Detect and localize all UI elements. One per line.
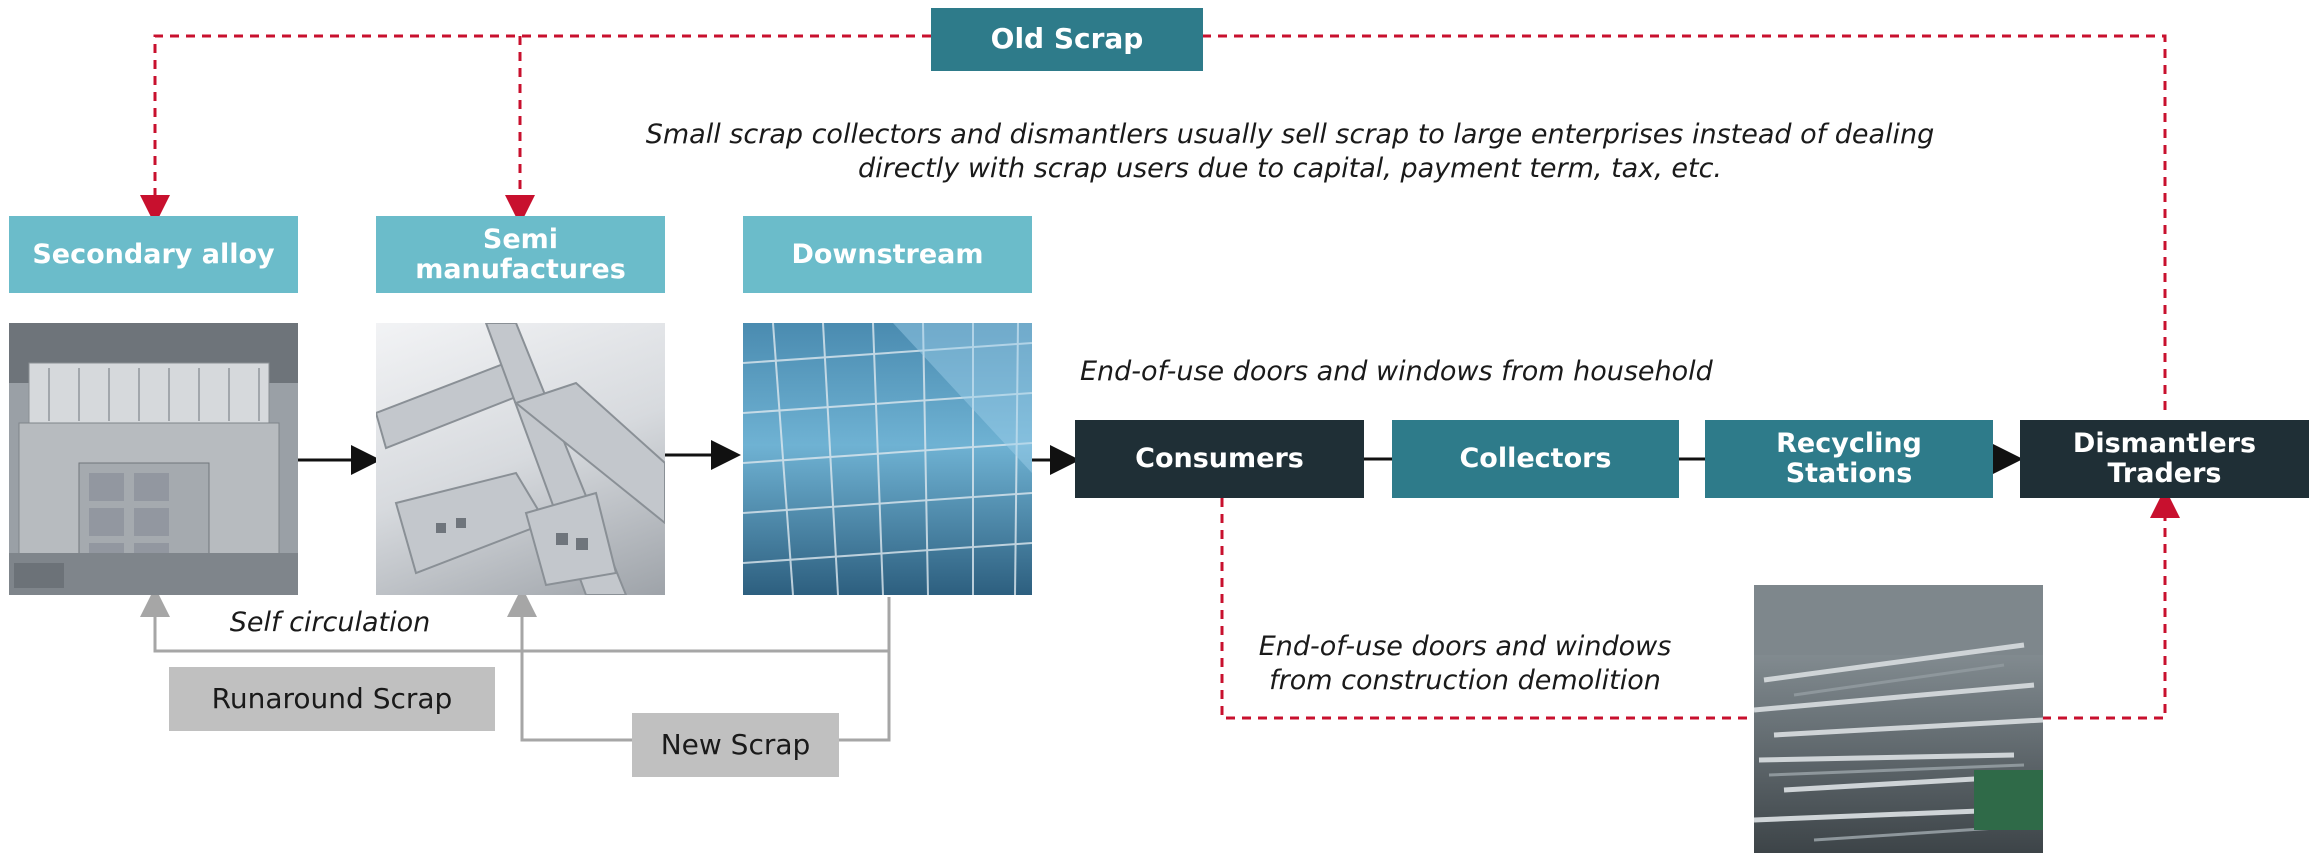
old-scrap-flow: [140, 34, 2167, 417]
profiles-illustration: [376, 323, 665, 595]
top-note: Small scrap collectors and dismantlers u…: [645, 119, 1935, 184]
glass-facade-photo: [743, 323, 1032, 595]
facade-illustration: [743, 323, 1032, 595]
downstream-node: Downstream: [743, 216, 1032, 293]
aluminum-profiles-photo: [376, 323, 665, 595]
scrap-return-flow: [140, 587, 891, 742]
scrap-illustration: [1754, 585, 2043, 842]
recycling-stations-node: Recycling Stations: [1705, 420, 1993, 498]
consumers-node: Consumers: [1075, 420, 1364, 498]
semi-manufactures-node: Semi manufactures: [376, 216, 665, 293]
old-scrap-node: Old Scrap: [931, 8, 1203, 71]
new-scrap-node: New Scrap: [632, 713, 839, 777]
collectors-node: Collectors: [1392, 420, 1679, 498]
self-circulation-note: Self circulation: [229, 607, 431, 638]
runaround-scrap-node: Runaround Scrap: [169, 667, 495, 731]
scrap-pile-photo: [1754, 585, 2043, 853]
furnace-photo: [9, 323, 298, 595]
construction-note: End-of-use doors and windows from constr…: [1258, 631, 1672, 696]
main-flow: [298, 440, 2023, 475]
furnace-illustration: [9, 323, 298, 595]
dismantlers-traders-node: Dismantlers Traders: [2020, 420, 2309, 498]
secondary-alloy-node: Secondary alloy: [9, 216, 298, 293]
household-note: End-of-use doors and windows from househ…: [1080, 356, 1713, 387]
construction-flow: [1220, 488, 2180, 720]
